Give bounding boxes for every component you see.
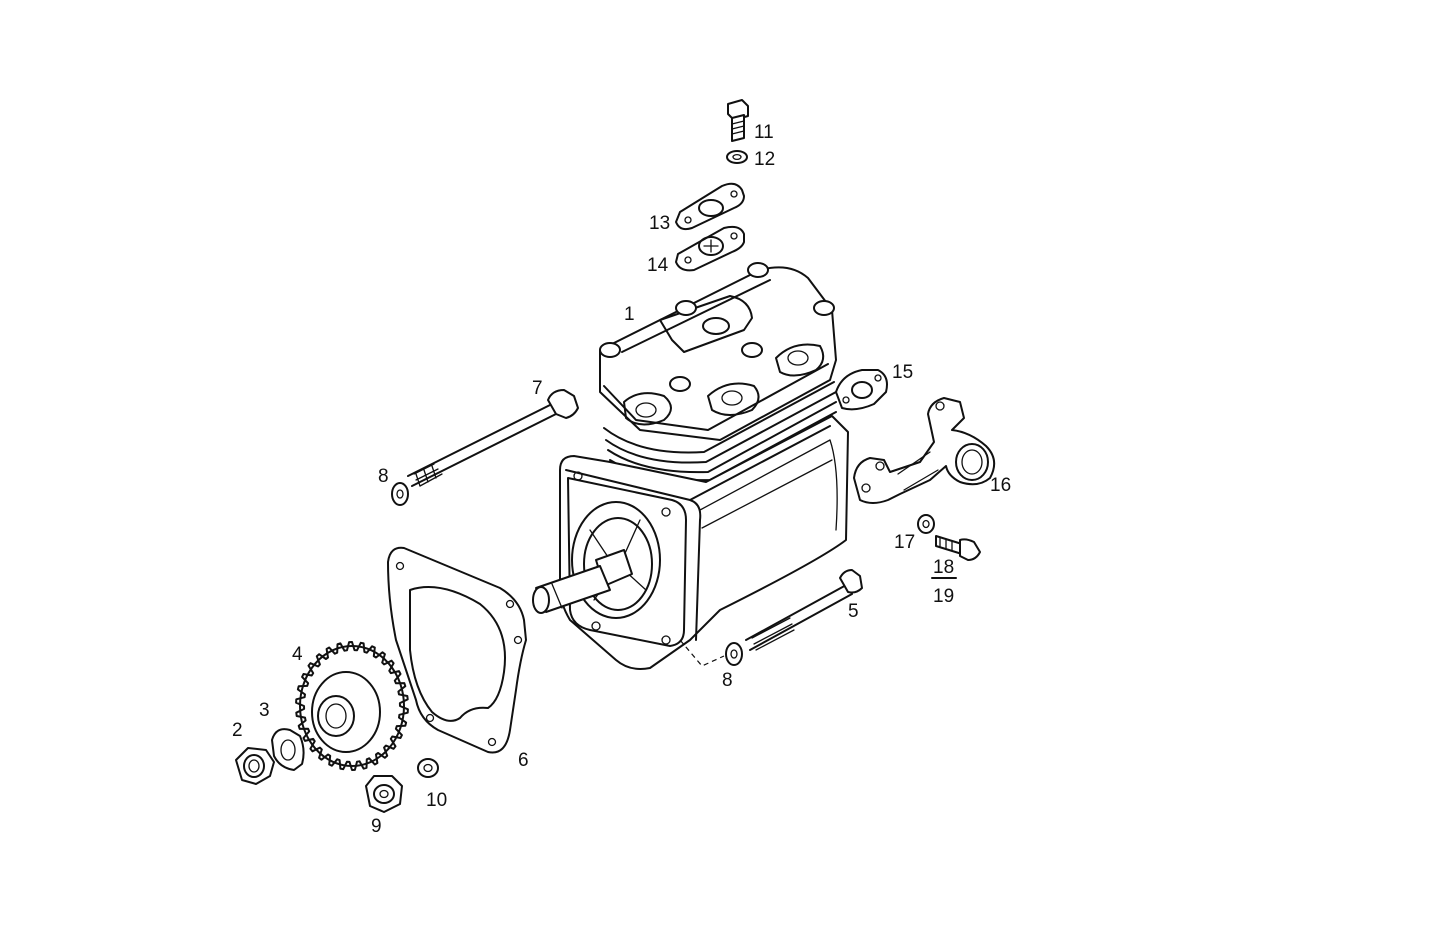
- callout-8-upper: 8: [378, 466, 389, 487]
- part-18-19-bolt: [935, 535, 981, 561]
- part-2-nut: [235, 747, 275, 785]
- part-10-washer: [417, 758, 439, 778]
- callout-18: 18: [933, 557, 954, 578]
- part-15-gasket: [835, 369, 888, 411]
- callout-9: 9: [371, 816, 382, 837]
- part-8-washer-upper: [391, 482, 409, 506]
- part-5-long-bolt: [745, 569, 863, 651]
- callout-3: 3: [259, 700, 270, 721]
- part-14-flange: [675, 225, 745, 272]
- callout-4: 4: [292, 644, 303, 665]
- callout-2: 2: [232, 720, 243, 741]
- leader-dashed: [679, 639, 725, 667]
- callout-19: 19: [933, 586, 954, 607]
- callout-15: 15: [892, 362, 913, 383]
- callout-14: 14: [647, 255, 669, 276]
- part-7-long-bolt: [407, 389, 579, 487]
- callout-5: 5: [848, 601, 859, 622]
- callout-11: 11: [754, 122, 774, 143]
- callout-6: 6: [518, 750, 529, 771]
- callout-10: 10: [426, 790, 447, 811]
- callout-7: 7: [532, 378, 543, 399]
- callout-16: 16: [990, 475, 1011, 496]
- callout-12: 12: [754, 149, 775, 170]
- callout-1: 1: [624, 304, 635, 325]
- callout-13: 13: [649, 213, 670, 234]
- part-1-compressor: [532, 262, 849, 670]
- part-9-nut: [365, 775, 403, 813]
- part-16-elbow-pipe: [853, 397, 996, 504]
- part-12-washer: [726, 150, 748, 164]
- part-8-washer-lower: [725, 642, 743, 666]
- part-17-washer: [917, 514, 935, 534]
- part-6-gasket-plate: [387, 546, 527, 754]
- part-11-bolt: [727, 99, 749, 142]
- part-13-gasket: [675, 182, 745, 231]
- part-3-lock-washer: [271, 728, 305, 771]
- part-4-gear: [295, 641, 409, 771]
- callout-8-lower: 8: [722, 670, 733, 691]
- callout-17: 17: [894, 532, 915, 553]
